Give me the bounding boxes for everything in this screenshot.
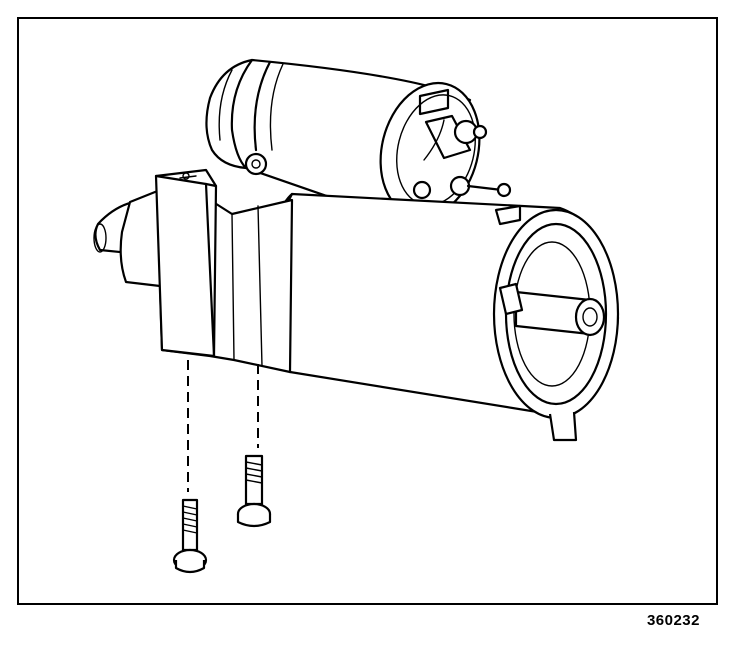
alignment-lines xyxy=(187,360,259,492)
diagram-frame xyxy=(17,17,718,605)
mounting-bolt-left xyxy=(172,498,208,574)
figure-number: 360232 xyxy=(646,612,700,629)
solenoid xyxy=(205,58,512,220)
motor-body xyxy=(265,192,620,442)
drive-housing xyxy=(93,168,294,374)
mounting-bolt-right xyxy=(236,454,272,528)
